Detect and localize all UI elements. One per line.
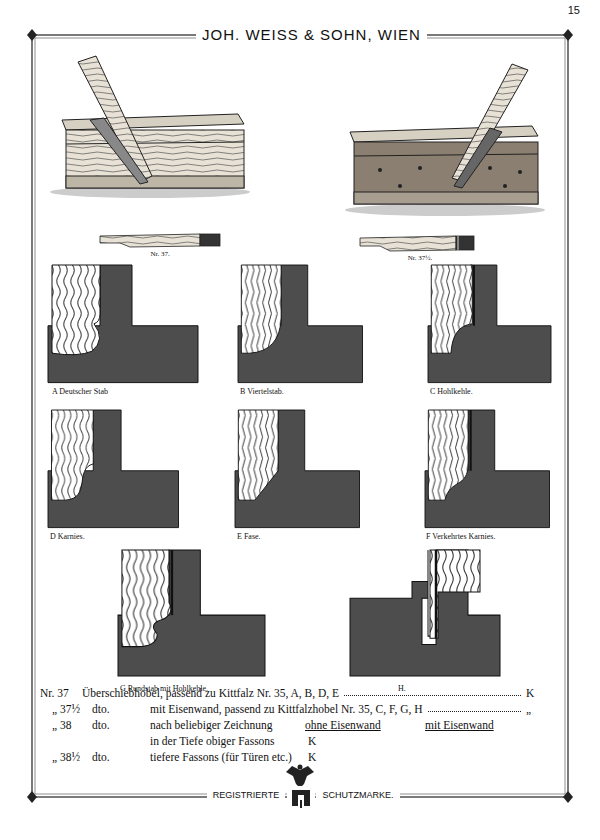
clamp-trademark [287, 786, 315, 808]
table-cell: mit Eisenwand, passend zu Kittfalzhobel … [150, 703, 423, 716]
profile-caption: A Deutscher Stab [52, 387, 108, 396]
table-cell: dto. [92, 719, 110, 732]
dot-leader [344, 695, 521, 696]
trademark-text: SCHUTZMARKE. [316, 790, 399, 800]
plane-section-37-half [360, 236, 474, 251]
profile-d [48, 410, 179, 528]
table-cell: „ [526, 703, 531, 716]
profile-caption: E Fase. [237, 532, 261, 541]
table-cell: dto. [92, 703, 110, 716]
plane-section-37 [100, 234, 220, 247]
table-cell: dto. [92, 751, 110, 764]
profile-caption: D Karnies. [50, 532, 85, 541]
profile-caption: B Viertelstab. [240, 387, 284, 396]
profile-e [235, 410, 360, 528]
trademark-text: REGISTRIERTE [207, 790, 285, 800]
profile-c [428, 265, 551, 383]
part-caption: Nr. 37. [150, 250, 169, 258]
table-cell: Nr. 37 [40, 687, 69, 700]
part-caption: Nr. 37½. [408, 254, 433, 262]
table-cell: K [526, 687, 534, 700]
table-cell: K [308, 735, 316, 748]
profile-g [118, 550, 265, 676]
table-cell: „ 37½ [52, 703, 80, 716]
page-number: 15 [568, 4, 580, 17]
table-cell: ohne Eisenwand [305, 719, 381, 732]
profile-caption: H. [398, 684, 406, 693]
table-cell: „ 38 [52, 719, 71, 732]
profile-caption: F Verkehrtes Karnies. [426, 532, 495, 541]
moulding-plane-37 [50, 56, 250, 198]
table-cell: in der Tiefe obiger Fassons [150, 735, 275, 748]
dot-leader [428, 711, 522, 712]
table-cell: nach beliebiger Zeichnung [150, 719, 273, 732]
table-cell: tiefere Fassons (für Türen etc.) [150, 751, 292, 764]
profile-b [238, 265, 363, 383]
table-cell: „ 38½ [52, 751, 80, 764]
page-title: JOH. WEISS & SOHN, WIEN [196, 26, 427, 43]
table-cell: mit Eisenwand [425, 719, 494, 732]
profile-caption: C Hohlkehle. [430, 387, 473, 396]
profile-a [48, 265, 198, 383]
eagle-emblem [286, 765, 314, 789]
table-cell: K [308, 751, 316, 764]
profile-f [425, 410, 550, 528]
moulding-plane-37-half [345, 64, 545, 216]
profile-h [350, 550, 500, 676]
table-cell: Überschiebhobel, passend zu Kittfalz Nr.… [82, 687, 339, 700]
page-frame [27, 29, 573, 803]
